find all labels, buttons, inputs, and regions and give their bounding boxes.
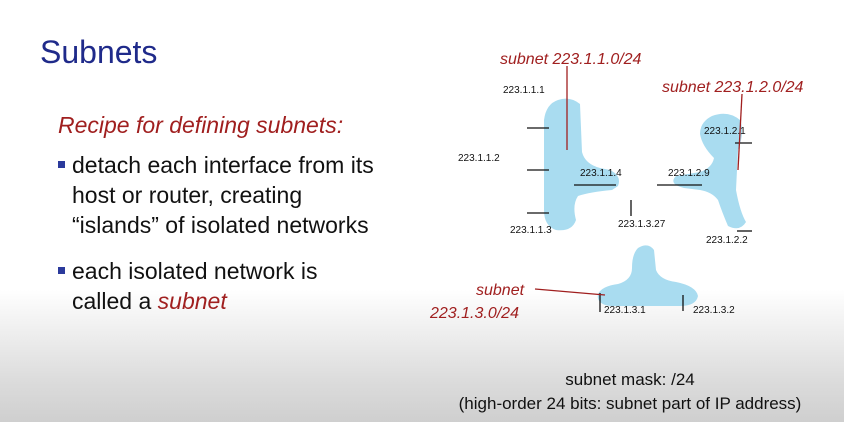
subnet1-label: subnet 223.1.1.0/24 [500, 51, 642, 68]
subnet3-island [597, 245, 698, 306]
subnet-mask-line2: (high-order 24 bits: subnet part of IP a… [458, 394, 802, 413]
subnet1-island [544, 98, 619, 231]
address-223-1-1-4: 223.1.1.4 [580, 168, 622, 179]
bullet-isolated-network: each isolated network is called a subnet [58, 256, 398, 316]
subnet-mask-line1: subnet mask: /24 [565, 370, 695, 389]
address-223-1-2-2: 223.1.2.2 [706, 235, 748, 246]
address-223-1-1-1: 223.1.1.1 [503, 85, 545, 96]
address-223-1-1-3: 223.1.1.3 [510, 225, 552, 236]
bullet2-line1: each isolated network is [72, 258, 318, 284]
interface-lines [527, 127, 752, 312]
bullet2-subnet-emphasis: subnet [157, 288, 227, 314]
address-223-1-1-2: 223.1.1.2 [458, 153, 500, 164]
address-223-1-2-1: 223.1.2.1 [704, 126, 746, 137]
address-223-1-2-9: 223.1.2.9 [668, 168, 710, 179]
recipe-heading: Recipe for defining subnets: [58, 112, 344, 138]
address-223-1-3-27: 223.1.3.27 [618, 219, 666, 230]
bullet2-line2: called a subnet [58, 286, 398, 316]
subnet2-island [673, 113, 746, 229]
bullet-square-icon [58, 161, 65, 168]
subnet3-label-line2: 223.1.3.0/24 [429, 305, 519, 322]
bullet1-line1: detach each interface from its [72, 152, 374, 178]
bullet2-prefix: called a [72, 288, 158, 314]
slide-title: Subnets [40, 34, 158, 70]
bullet-detach-interface: detach each interface from its host or r… [58, 150, 438, 240]
subnet-leader-lines [534, 66, 743, 296]
subnet3-label-line1: subnet [476, 282, 525, 299]
bullet1-line3: “islands” of isolated networks [72, 212, 369, 238]
bullet-square-icon [58, 267, 65, 274]
subnet2-label: subnet 223.1.2.0/24 [662, 79, 804, 96]
address-223-1-3-2: 223.1.3.2 [693, 305, 735, 316]
address-223-1-3-1: 223.1.3.1 [604, 305, 646, 316]
bullet1-line2: host or router, creating [72, 182, 303, 208]
subnet-mask-note: subnet mask: /24 (high-order 24 bits: su… [420, 368, 840, 416]
